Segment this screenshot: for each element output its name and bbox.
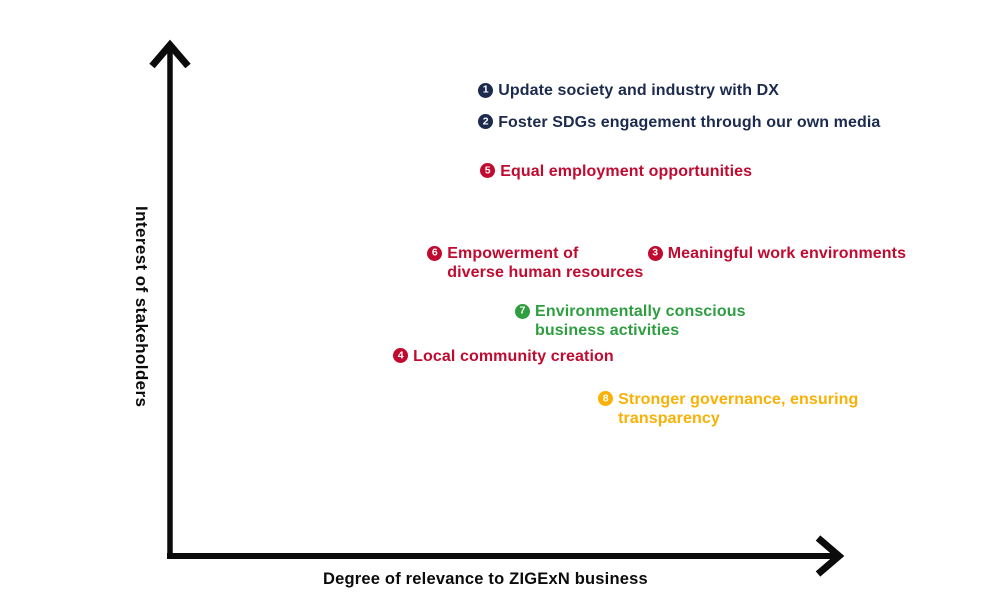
x-axis-label: Degree of relevance to ZIGExN business bbox=[323, 570, 648, 588]
matrix-item-label: Local community creation bbox=[413, 347, 614, 365]
numbered-circle-3-icon: 3 bbox=[647, 245, 663, 261]
numbered-circle-1-icon: 1 bbox=[478, 82, 494, 98]
matrix-item-label: Environmentally conscious business activ… bbox=[535, 303, 746, 340]
matrix-item-label: Meaningful work environments bbox=[667, 245, 907, 262]
matrix-item-6: 6 Empowerment of diverse human resources bbox=[427, 244, 643, 282]
matrix-item-8: 8 Stronger governance, ensuring transpar… bbox=[598, 390, 858, 428]
numbered-circle-2-icon: 2 bbox=[478, 114, 494, 130]
y-axis-arrowhead-icon bbox=[149, 39, 191, 69]
y-axis-label: Interest of stakeholders bbox=[132, 206, 151, 408]
matrix-item-label: Empowerment of diverse human resources bbox=[447, 245, 644, 281]
matrix-item-3: 3 Meaningful work environments bbox=[647, 244, 907, 263]
numbered-circle-5-icon: 5 bbox=[480, 163, 496, 179]
numbered-circle-7-icon: 7 bbox=[515, 303, 531, 319]
matrix-item-label: Stronger governance, ensuring transparen… bbox=[618, 390, 859, 427]
matrix-item-7: 7 Environmentally conscious business act… bbox=[515, 302, 746, 340]
matrix-item-label: Foster SDGs engagement through our own m… bbox=[498, 113, 881, 131]
matrix-item-2: 2 Foster SDGs engagement through our own… bbox=[478, 113, 880, 132]
matrix-item-label: Update society and industry with DX bbox=[498, 82, 780, 100]
matrix-item-5: 5 Equal employment opportunities bbox=[480, 162, 752, 181]
matrix-item-1: 1 Update society and industry with DX bbox=[478, 81, 779, 100]
matrix-item-4: 4 Local community creation bbox=[393, 347, 614, 366]
numbered-circle-4-icon: 4 bbox=[393, 348, 409, 364]
x-axis-arrowhead-icon bbox=[815, 535, 845, 577]
numbered-circle-6-icon: 6 bbox=[427, 245, 443, 261]
numbered-circle-8-icon: 8 bbox=[598, 391, 614, 407]
matrix-item-label: Equal employment opportunities bbox=[500, 162, 753, 180]
